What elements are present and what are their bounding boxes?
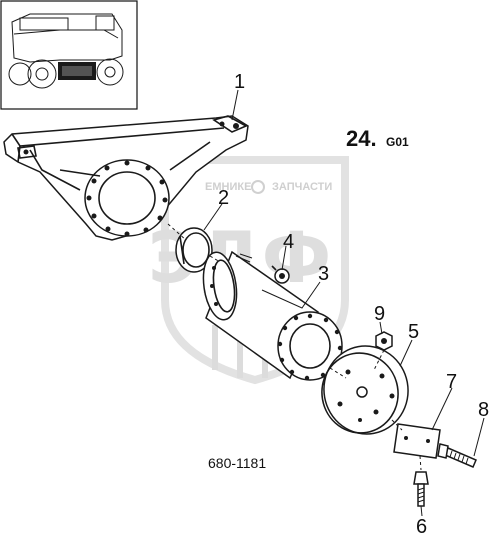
part-9-nut bbox=[375, 331, 393, 351]
callout-9: 9 bbox=[374, 303, 385, 325]
dump-truck-icon bbox=[8, 13, 124, 89]
watermark-right-text: ЗАПЧАСТИ bbox=[272, 181, 332, 193]
callout-1: 1 bbox=[234, 71, 245, 93]
section-number: 24. bbox=[346, 126, 377, 151]
gear-icon bbox=[251, 180, 265, 194]
part-3-bushing bbox=[202, 250, 343, 381]
leader-lines bbox=[203, 89, 485, 517]
part-6-bolt bbox=[413, 471, 429, 507]
callout-5: 5 bbox=[408, 321, 419, 343]
part-5-retaining-plate bbox=[321, 345, 409, 435]
explosion-lines bbox=[167, 223, 422, 471]
callout-4: 4 bbox=[283, 231, 294, 253]
part-8-bolt bbox=[437, 443, 477, 468]
callout-3: 3 bbox=[318, 263, 329, 285]
callout-7: 7 bbox=[446, 371, 457, 393]
callout-6: 6 bbox=[416, 516, 427, 537]
callout-2: 2 bbox=[218, 187, 229, 209]
part-2-seal-ring bbox=[175, 227, 213, 273]
watermark-left-text: ЕМНИКЕ bbox=[205, 181, 251, 193]
part-4-grease-fitting bbox=[271, 265, 290, 284]
part-1-swing-arm bbox=[3, 115, 249, 241]
document-number: 680-1181 bbox=[208, 455, 266, 471]
inset-locator-view bbox=[0, 0, 138, 110]
callout-8: 8 bbox=[478, 399, 489, 421]
section-suffix: G01 bbox=[386, 135, 409, 149]
part-7-lock-plate bbox=[393, 423, 441, 459]
arm-bolt-holes bbox=[86, 160, 168, 237]
callout-labels: 1 2 3 4 5 6 7 8 9 bbox=[218, 71, 489, 537]
